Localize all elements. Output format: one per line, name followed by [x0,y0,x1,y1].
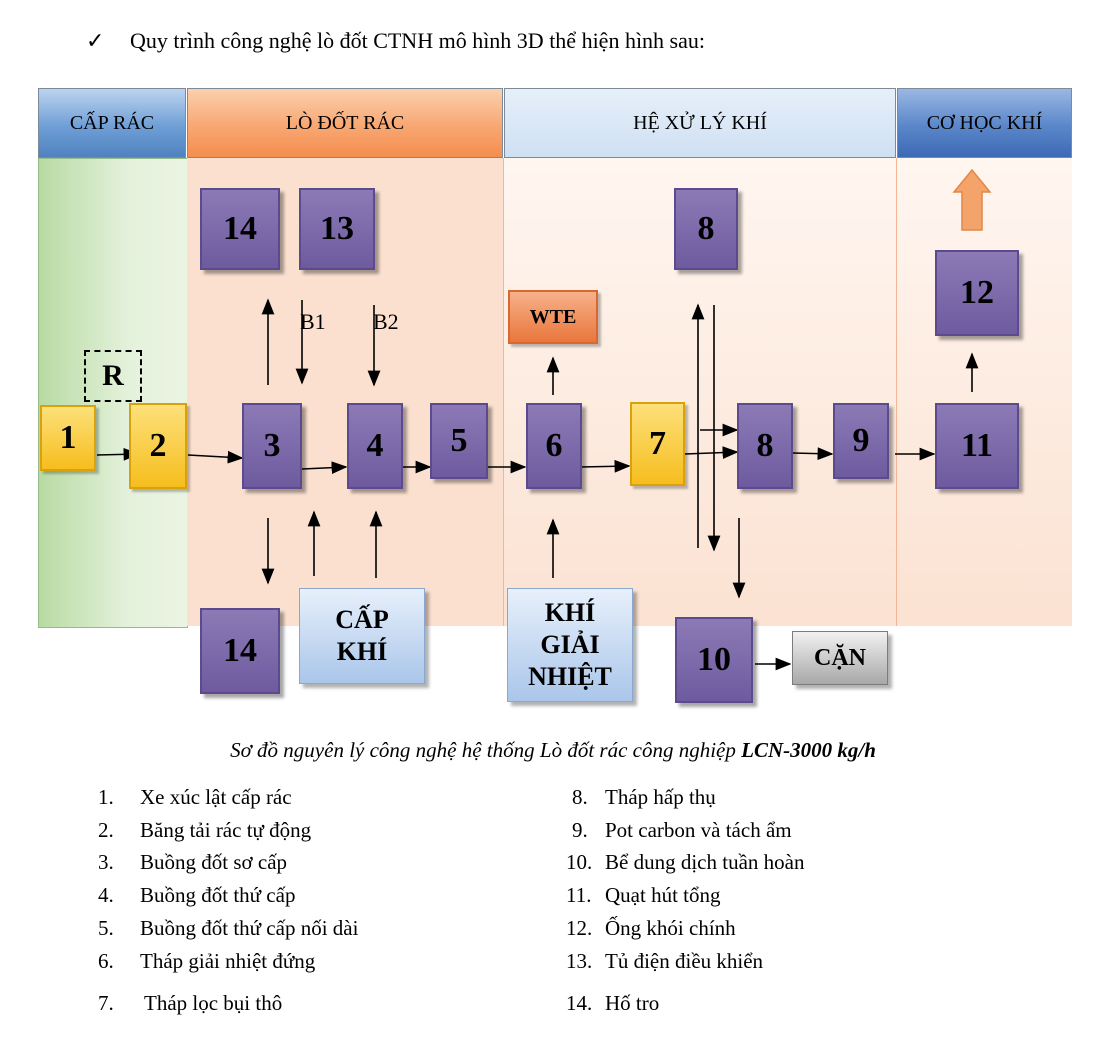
caption-italic: Sơ đồ nguyên lý công nghệ hệ thống Lò đố… [230,738,742,762]
node-wte: WTE [508,290,598,344]
node-11: 11 [935,403,1019,489]
node-8-top: 8 [674,188,738,270]
legend-right-item: 10.Bể dung dịch tuần hoàn [566,850,805,874]
zone-header-he-xu-ly-khi: HỆ XỬ LÝ KHÍ [504,88,896,158]
legend-left-item: 7.Tháp lọc bụi thô [98,991,283,1015]
arrow-3-to-4 [301,461,348,475]
intro-heading-text: Quy trình công nghệ lò đốt CTNH mô hình … [130,28,705,53]
legend-right-item: 13.Tủ điện điều khiển [566,949,764,973]
caption-bold: LCN-3000 kg/h [741,738,876,762]
arrow-7-to-8-lower [684,446,739,459]
node-13: 13 [299,188,375,270]
node-5: 5 [430,403,488,479]
node-7: 7 [630,402,685,486]
node-1: 1 [40,405,96,471]
legend-right-item: 12.Ống khói chính [566,916,736,940]
node-3: 3 [242,403,302,489]
node-can: CẶN [792,631,888,685]
legend-left-item: 4.Buồng đốt thứ cấp [98,883,296,907]
intro-heading: ✓ Quy trình công nghệ lò đốt CTNH mô hình… [86,28,705,54]
legend-right-item: 11.Quạt hút tổng [566,883,721,907]
zone-header-co-hoc-khi: CƠ HỌC KHÍ [897,88,1072,158]
checkmark-icon: ✓ [86,28,105,53]
node-6: 6 [526,403,582,489]
node-14-top: 14 [200,188,280,270]
node-10: 10 [675,617,753,703]
node-cap-khi: CẤP KHÍ [299,588,425,684]
arrow-8-to-9 [792,447,834,461]
legend-left-item: 1.Xe xúc lật cấp rác [98,785,292,809]
node-9: 9 [833,403,889,479]
zone-co-hoc-khi-area [897,158,1072,626]
label-b2: B2 [373,309,399,334]
node-4: 4 [347,403,403,489]
node-r: R [84,350,142,402]
arrow-6-to-7 [579,459,631,473]
legend-left-item: 5.Buồng đốt thứ cấp nối dài [98,916,359,940]
zone-header-cap-rac: CẤP RÁC [38,88,186,158]
node-8: 8 [737,403,793,489]
label-b1: B1 [300,309,326,334]
node-12: 12 [935,250,1019,336]
legend-right-item: 14.Hố tro [566,991,660,1015]
legend-right-item: 9.Pot carbon và tách ẩm [572,818,792,842]
legend-left-item: 2.Băng tải rác tự động [98,818,312,842]
exhaust-arrow-icon [952,168,992,231]
arrow-2-to-3 [187,450,244,464]
node-2: 2 [129,403,187,489]
diagram-caption: Sơ đồ nguyên lý công nghệ hệ thống Lò đố… [0,738,1106,763]
zone-header-lo-dot-rac: LÒ ĐỐT RÁC [187,88,503,158]
legend-right-item: 8.Tháp hấp thụ [572,785,716,809]
legend-left-item: 6.Tháp giải nhiệt đứng [98,949,316,973]
zone-cap-rac-area [38,158,188,628]
legend-left-item: 3.Buồng đốt sơ cấp [98,850,288,874]
node-14-bottom: 14 [200,608,280,694]
node-khi-giai-nhiet: KHÍ GIẢI NHIỆT [507,588,633,702]
